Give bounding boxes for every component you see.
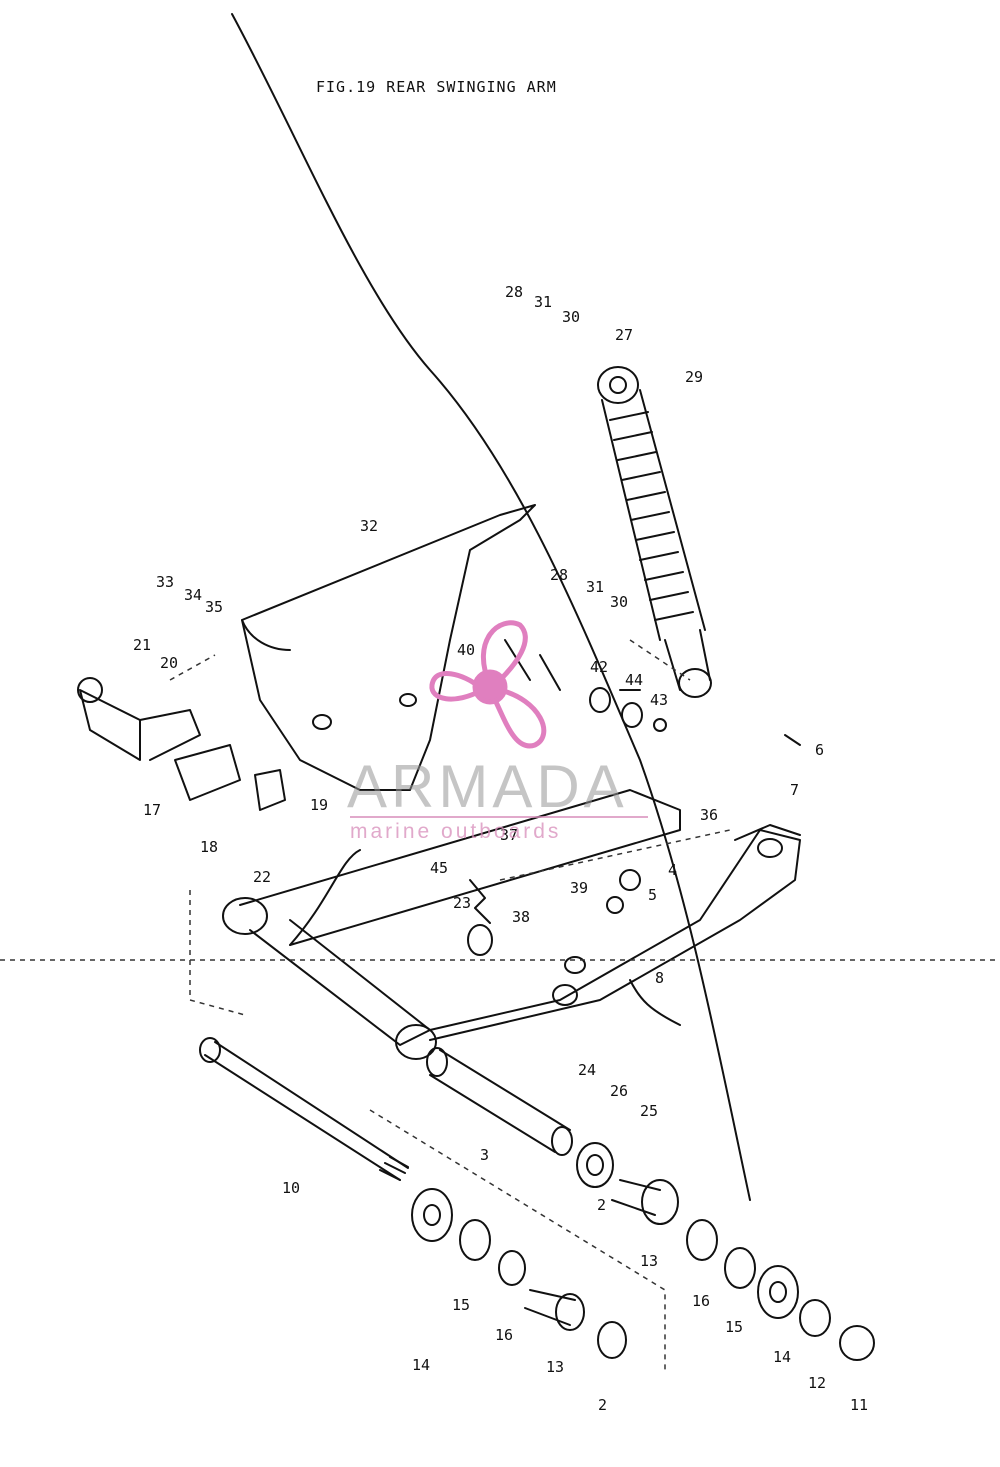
part-number-label: 27 [615, 326, 633, 344]
part-number-label: 37 [500, 826, 518, 844]
part-number-label: 8 [655, 969, 664, 987]
part-number-label: 31 [534, 293, 552, 311]
part-number-label: 21 [133, 636, 151, 654]
part-number-label: 32 [360, 517, 378, 535]
part-number-label: 30 [562, 308, 580, 326]
part-number-label: 20 [160, 654, 178, 672]
part-number-label: 40 [457, 641, 475, 659]
part-number-label: 33 [156, 573, 174, 591]
part-number-label: 34 [184, 586, 202, 604]
chain-guard-hole-2 [399, 693, 417, 707]
part-number-label: 18 [200, 838, 218, 856]
part-number-label: 16 [495, 1326, 513, 1344]
part-number-label: 43 [650, 691, 668, 709]
part-number-label: 39 [570, 879, 588, 897]
part-number-label: 22 [253, 868, 271, 886]
pivot-hardware [411, 1142, 875, 1361]
pivot-tube [426, 1047, 573, 1156]
part-number-label: 13 [546, 1358, 564, 1376]
part-number-label: 17 [143, 801, 161, 819]
shock-absorber [597, 366, 712, 698]
part-number-label: 44 [625, 671, 643, 689]
part-number-label: 5 [648, 886, 657, 904]
chain-guard [241, 504, 536, 791]
watermark-tagline: marine outboards [350, 820, 562, 843]
part-number-label: 15 [725, 1318, 743, 1336]
part-number-label: 23 [453, 894, 471, 912]
part-number-label: 16 [692, 1292, 710, 1310]
part-number-label: 2 [598, 1396, 607, 1414]
part-number-label: 36 [700, 806, 718, 824]
part-number-label: 29 [685, 368, 703, 386]
part-number-label: 15 [452, 1296, 470, 1314]
part-number-label: 35 [205, 598, 223, 616]
part-number-label: 12 [808, 1374, 826, 1392]
part-number-label: 38 [512, 908, 530, 926]
part-number-label: 24 [578, 1061, 596, 1079]
part-number-label: 13 [640, 1252, 658, 1270]
figure-title: FIG.19 REAR SWINGING ARM [316, 78, 557, 96]
part-number-label: 26 [610, 1082, 628, 1100]
part-number-label: 42 [590, 658, 608, 676]
part-number-label: 4 [668, 861, 677, 879]
part-number-label: 19 [310, 796, 328, 814]
part-number-label: 11 [850, 1396, 868, 1414]
part-number-label: 14 [412, 1356, 430, 1374]
chain-guard-edge [241, 619, 291, 651]
chain-guard-hole [312, 714, 332, 730]
frame-outline [231, 13, 751, 1201]
rear-hardware [77, 639, 801, 1026]
pivot-shaft [199, 1037, 409, 1181]
propeller-logo [429, 620, 547, 749]
part-number-label: 31 [586, 578, 604, 596]
part-number-label: 10 [282, 1179, 300, 1197]
part-number-label: 2 [597, 1196, 606, 1214]
part-number-label: 25 [640, 1102, 658, 1120]
part-number-label: 28 [505, 283, 523, 301]
part-number-label: 3 [480, 1146, 489, 1164]
watermark-brand: ARMADA [347, 753, 628, 820]
part-number-label: 14 [773, 1348, 791, 1366]
part-number-label: 28 [550, 566, 568, 584]
part-number-label: 6 [815, 741, 824, 759]
part-number-label: 7 [790, 781, 799, 799]
part-number-label: 30 [610, 593, 628, 611]
watermark-divider [350, 816, 648, 818]
part-number-label: 45 [430, 859, 448, 877]
leader-lines [0, 639, 1000, 1370]
swing-arm [222, 789, 801, 1060]
